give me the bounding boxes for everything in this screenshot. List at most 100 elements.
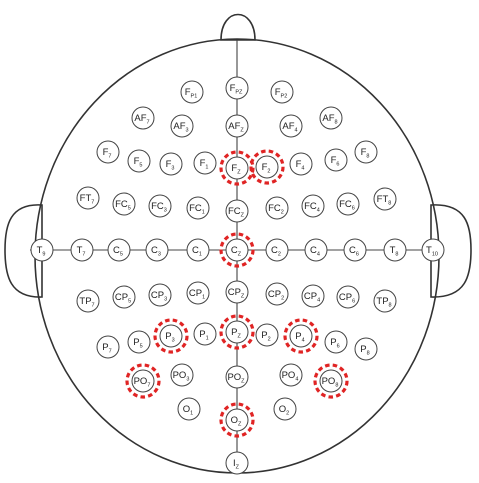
- electrode-circle: [131, 106, 155, 130]
- electrode-po-8: PO8: [313, 363, 349, 399]
- electrode-circle: [30, 238, 54, 262]
- electrode-circle: [265, 238, 289, 262]
- electrode-circle: [421, 238, 445, 262]
- electrode-label: AF7: [134, 113, 149, 126]
- electrode-label: P3: [165, 331, 174, 344]
- electrode-label: F4: [296, 159, 305, 172]
- electrode-cp-2: CP2: [265, 282, 289, 306]
- electrode-circle: [265, 282, 289, 306]
- electrode-circle: [186, 196, 210, 220]
- electrode-f-4: F4: [289, 152, 313, 176]
- electrode-label: P2: [261, 330, 270, 343]
- electrode-label: FC2: [268, 203, 284, 216]
- electrode-o-2: O2: [273, 397, 297, 421]
- electrode-label: FZ: [231, 163, 241, 176]
- electrode-ft-8: FT8: [373, 187, 397, 211]
- electrode-circle: [76, 186, 100, 210]
- electrode-label: T8: [390, 245, 399, 258]
- electrode-circle: [225, 408, 249, 432]
- electrode-label: T7: [77, 245, 86, 258]
- electrode-ft-7: FT7: [76, 186, 100, 210]
- electrode-label: PO8: [322, 376, 339, 389]
- electrode-c-1: C1: [186, 238, 210, 262]
- electrode-circle: [70, 238, 94, 262]
- electrode-p-3: P3: [153, 318, 189, 354]
- electrode-t-8: T8: [383, 238, 407, 262]
- electrode-circle: [265, 196, 289, 220]
- highlight-ring-p-4: [283, 318, 319, 354]
- left-ear: [4, 204, 43, 298]
- electrode-label: AF3: [173, 121, 188, 134]
- electrode-label: PO7: [134, 376, 151, 389]
- electrode-circle: [159, 324, 183, 348]
- electrode-c-z: CZ: [219, 232, 255, 268]
- electrode-label: P5: [133, 337, 142, 350]
- electrode-label: FC5: [115, 199, 131, 212]
- electrode-label: C5: [113, 245, 123, 258]
- electrode-label: CP2: [268, 289, 284, 302]
- electrode-label: IZ: [233, 458, 240, 471]
- electrode-label: POZ: [227, 372, 245, 385]
- electrode-circle: [273, 397, 297, 421]
- electrode-circle: [225, 280, 249, 304]
- electrode-label: AF4: [282, 121, 297, 134]
- electrode-circle: [301, 284, 325, 308]
- electrode-circle: [145, 238, 169, 262]
- highlight-ring-c-z: [219, 232, 255, 268]
- electrode-cp-1: CP1: [186, 281, 210, 305]
- electrode-label: F2: [262, 162, 271, 175]
- electrode-circle: [225, 365, 249, 389]
- electrode-circle: [177, 397, 201, 421]
- electrode-circle: [324, 148, 348, 172]
- electrode-circle: [255, 323, 279, 347]
- electrode-i-z: IZ: [225, 451, 249, 475]
- electrode-circle: [383, 238, 407, 262]
- electrode-label: FP2: [275, 87, 288, 100]
- electrode-circle: [225, 156, 249, 180]
- electrode-circle: [186, 281, 210, 305]
- electrode-c-2: C2: [265, 238, 289, 262]
- electrode-label: P4: [295, 331, 304, 344]
- electrode-circle: [127, 330, 151, 354]
- electrode-circle: [319, 369, 343, 393]
- electrode-label: CP6: [339, 292, 355, 305]
- electrode-label: PZ: [231, 327, 241, 340]
- electrode-po-3: PO3: [170, 363, 194, 387]
- electrode-af-z: AFZ: [225, 114, 249, 138]
- electrode-label: FC4: [304, 201, 320, 214]
- electrode-label: FT8: [377, 194, 392, 207]
- electrode-label: CZ: [231, 245, 242, 258]
- electrode-label: P6: [330, 337, 339, 350]
- electrode-circle: [279, 363, 303, 387]
- electrode-circle: [180, 80, 204, 104]
- electrode-label: C2: [271, 245, 281, 258]
- electrode-f-pz: FPZ: [225, 76, 249, 100]
- electrode-label: AFZ: [228, 121, 244, 134]
- electrode-f-5: F5: [127, 149, 151, 173]
- electrode-circle: [336, 192, 360, 216]
- electrode-f-p1: FP1: [180, 80, 204, 104]
- electrode-circle: [304, 238, 328, 262]
- electrode-circle: [225, 238, 249, 262]
- electrode-label: F5: [134, 156, 143, 169]
- electrode-p-5: P5: [127, 330, 151, 354]
- electrode-label: FP1: [185, 87, 198, 100]
- electrode-label: PO4: [282, 370, 299, 383]
- electrode-circle: [289, 152, 313, 176]
- electrode-circle: [193, 322, 217, 346]
- electrode-o-1: O1: [177, 397, 201, 421]
- electrode-label: P8: [360, 344, 369, 357]
- electrode-circle: [336, 285, 360, 309]
- electrode-p-1: P1: [193, 322, 217, 346]
- electrode-circle: [131, 369, 155, 393]
- electrode-circle: [193, 151, 217, 175]
- electrode-cp-3: CP3: [148, 283, 172, 307]
- electrode-circle: [127, 149, 151, 173]
- electrode-circle: [170, 114, 194, 138]
- electrode-label: CP1: [189, 288, 205, 301]
- nose: [220, 13, 256, 41]
- electrode-po-7: PO7: [125, 363, 161, 399]
- electrode-label: C6: [349, 245, 359, 258]
